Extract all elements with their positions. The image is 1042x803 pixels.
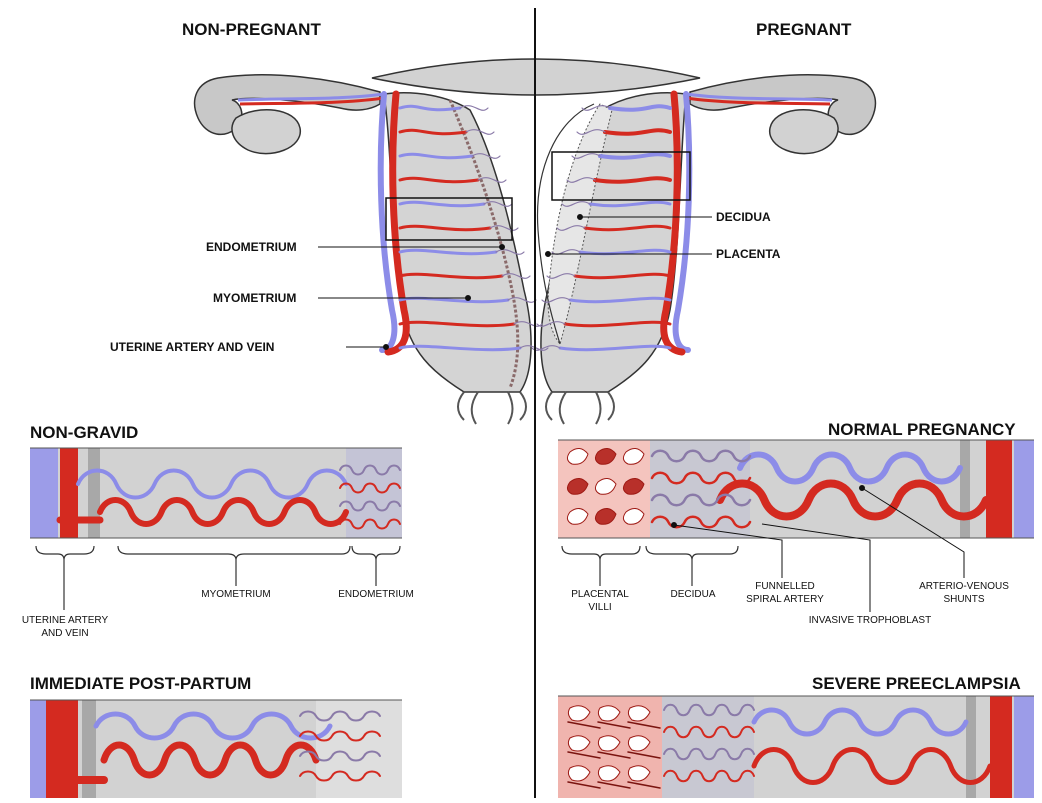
header-pregnant: PREGNANT bbox=[756, 20, 851, 40]
label-ng-uterine-artery-line1: UTERINE ARTERY bbox=[10, 614, 120, 627]
label-np-decidua: DECIDUA bbox=[658, 588, 728, 601]
placental-villi-normal bbox=[567, 448, 644, 524]
left-ovary bbox=[232, 110, 300, 154]
right-ovary bbox=[770, 110, 838, 154]
label-ng-endometrium: ENDOMETRIUM bbox=[330, 588, 422, 601]
placental-villi-preeclampsia bbox=[568, 706, 660, 788]
label-decidua: DECIDUA bbox=[716, 210, 771, 224]
label-av-shunts-line2: SHUNTS bbox=[914, 593, 1014, 606]
label-placental-villi-line2: VILLI bbox=[560, 601, 640, 614]
label-funnelled-line1: FUNNELLED bbox=[740, 580, 830, 593]
header-normal-pregnancy: NORMAL PREGNANCY bbox=[828, 420, 1016, 440]
label-placenta: PLACENTA bbox=[716, 247, 780, 261]
label-placental-villi: PLACENTAL VILLI bbox=[560, 588, 640, 614]
label-av-shunts-line1: ARTERIO-VENOUS bbox=[914, 580, 1014, 593]
header-non-gravid: NON-GRAVID bbox=[30, 423, 138, 443]
label-invasive-trophoblast: INVASIVE TROPHOBLAST bbox=[800, 614, 940, 627]
header-non-pregnant: NON-PREGNANT bbox=[182, 20, 321, 40]
label-uterine-artery-vein: UTERINE ARTERY AND VEIN bbox=[110, 340, 274, 354]
label-arterio-venous-shunts: ARTERIO-VENOUS SHUNTS bbox=[914, 580, 1014, 606]
label-myometrium: MYOMETRIUM bbox=[213, 291, 296, 305]
label-ng-uterine-artery-line2: AND VEIN bbox=[10, 627, 120, 640]
label-ng-uterine-artery-vein: UTERINE ARTERY AND VEIN bbox=[10, 614, 120, 640]
header-severe-preeclampsia: SEVERE PREECLAMPSIA bbox=[812, 674, 1021, 694]
cervix-left bbox=[458, 392, 526, 424]
label-placental-villi-line1: PLACENTAL bbox=[560, 588, 640, 601]
cervix-right bbox=[546, 392, 614, 424]
label-ng-myometrium: MYOMETRIUM bbox=[186, 588, 286, 601]
label-funnelled-spiral-artery: FUNNELLED SPIRAL ARTERY bbox=[740, 580, 830, 606]
header-post-partum: IMMEDIATE POST-PARTUM bbox=[30, 674, 251, 694]
label-endometrium: ENDOMETRIUM bbox=[206, 240, 297, 254]
label-funnelled-line2: SPIRAL ARTERY bbox=[740, 593, 830, 606]
